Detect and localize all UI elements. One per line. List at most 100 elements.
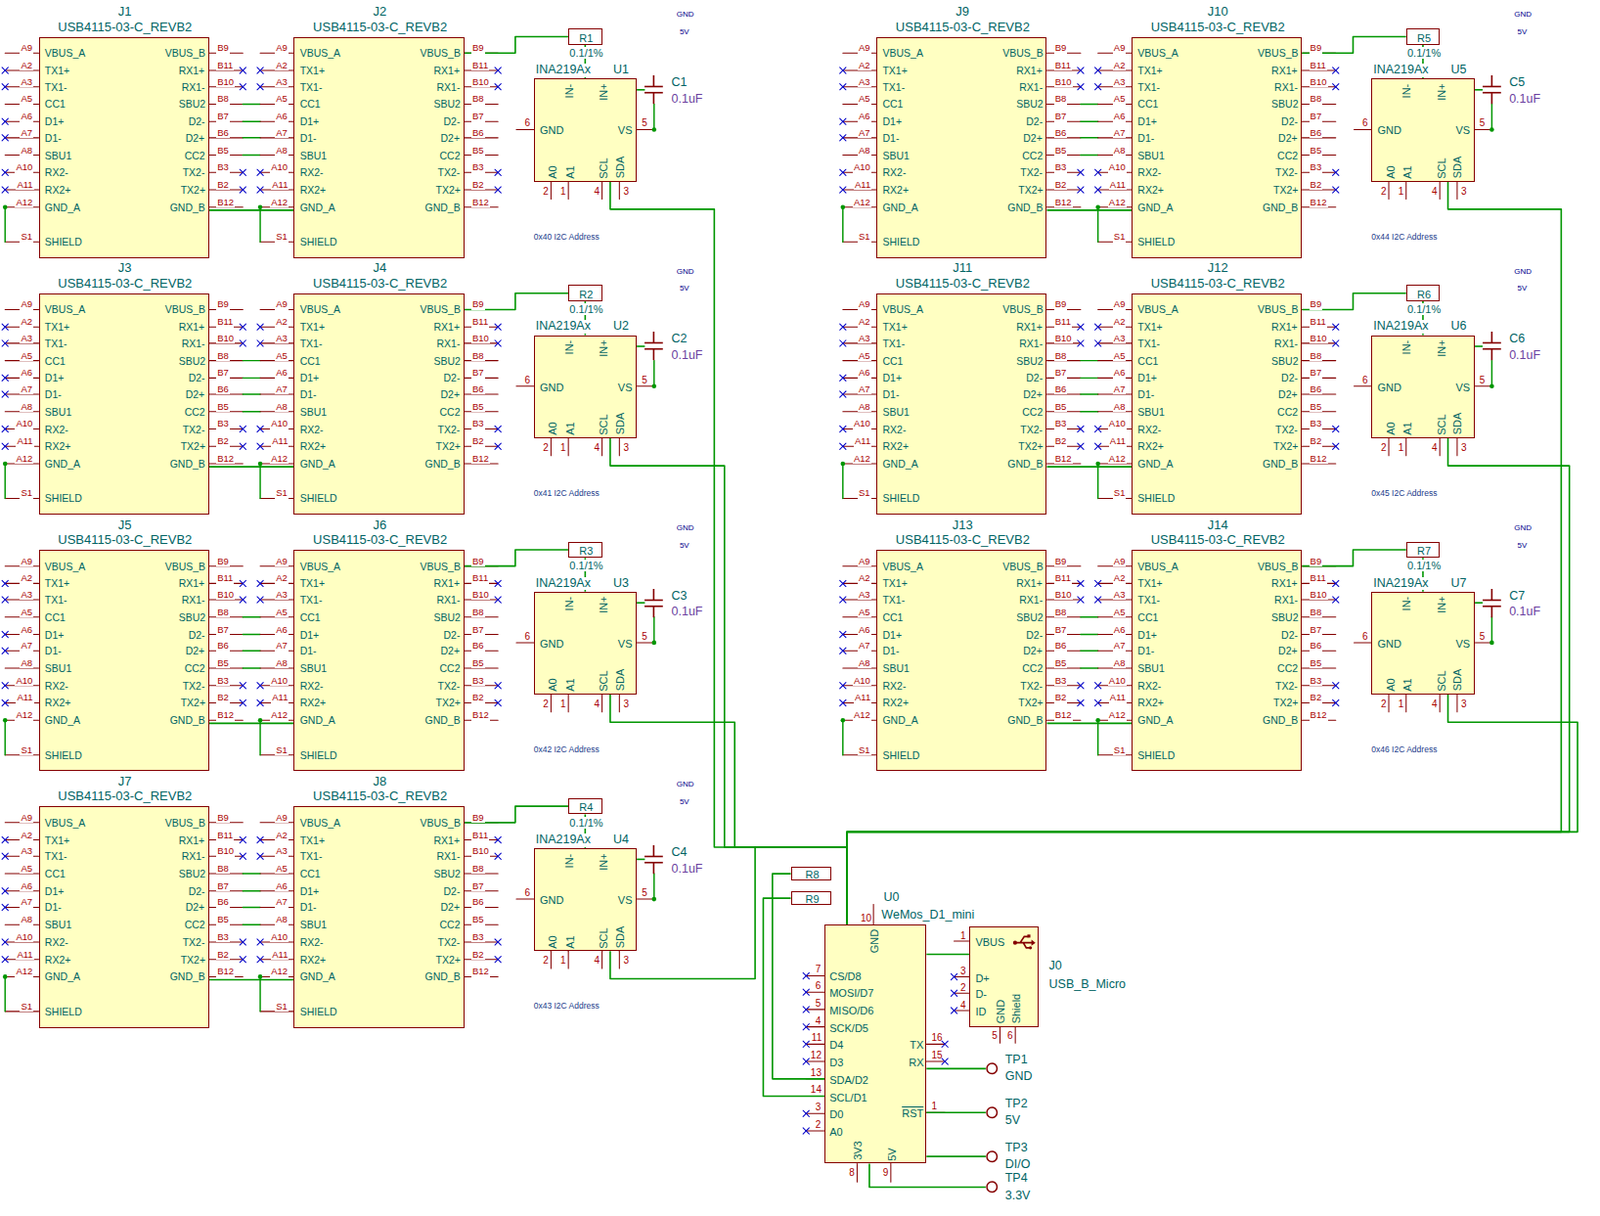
no-connect-mark xyxy=(1095,699,1102,706)
no-connect-mark xyxy=(257,84,264,90)
pin-number: A8 xyxy=(857,658,872,668)
address-note: 0x40 I2C Address xyxy=(533,232,600,242)
pin-number: A11 xyxy=(270,692,289,703)
pin-name: CC2 xyxy=(1277,406,1298,419)
pin-number: B5 xyxy=(216,658,230,668)
pin-name: D1- xyxy=(1137,133,1155,145)
usb-icon-lines xyxy=(1015,936,1034,948)
pin-name: RX2- xyxy=(300,936,324,949)
no-connect-mark xyxy=(802,1006,809,1013)
reference-designator: C1 xyxy=(671,76,688,90)
no-connect-mark xyxy=(239,956,246,963)
usb-c-connector: J3USB4115-03-C_REVB2VBUS_ATX1+TX1-CC1D1+… xyxy=(39,293,210,515)
no-connect-mark xyxy=(840,186,846,193)
pin-name: D3 xyxy=(829,1056,844,1068)
pin-name: RX2- xyxy=(44,167,69,179)
test-point-name: 3.3V xyxy=(1005,1189,1031,1203)
no-connect-mark xyxy=(494,699,501,706)
pin-name: GND xyxy=(1377,124,1401,136)
pin-name: D2- xyxy=(188,629,206,642)
test-point-circle xyxy=(986,1151,997,1161)
pin-number: A8 xyxy=(274,145,289,156)
reference-designator: R8 xyxy=(804,868,819,881)
pin-name: TX2+ xyxy=(180,697,206,710)
wire xyxy=(1474,601,1483,604)
pin-name: TX2- xyxy=(1020,424,1043,437)
pin-name: GND_A xyxy=(300,202,336,215)
pin-name: VBUS_B xyxy=(165,561,206,574)
pin-number: A8 xyxy=(857,401,872,412)
pin-name: IN+ xyxy=(597,596,610,614)
pin-name: SHIELD xyxy=(44,236,83,249)
pin-number: A8 xyxy=(19,401,34,412)
pin-name: VBUS xyxy=(975,935,1005,948)
pin-line xyxy=(1439,181,1441,200)
capacitor-plate xyxy=(1491,92,1494,104)
no-connect-mark xyxy=(802,1127,809,1134)
usb-c-connector: J5USB4115-03-C_REVB2VBUS_ATX1+TX1-CC1D1+… xyxy=(39,549,210,771)
pin-line xyxy=(1354,129,1373,131)
part-value: USB4115-03-C_REVB2 xyxy=(312,789,447,803)
pin-name: VBUS_A xyxy=(44,561,86,574)
pin-line xyxy=(568,181,570,200)
no-connect-mark xyxy=(1,682,8,689)
pin-name: TX2+ xyxy=(436,441,461,453)
no-connect-mark xyxy=(802,1110,809,1116)
pin-line xyxy=(1388,438,1390,456)
pin-number: B3 xyxy=(1309,675,1324,686)
no-connect-mark xyxy=(840,443,846,449)
pin-number: S1 xyxy=(274,488,289,498)
pin-number: A12 xyxy=(1108,197,1127,208)
pin-number: A8 xyxy=(274,658,289,668)
no-connect-mark xyxy=(1,699,8,706)
pin-number: A7 xyxy=(19,384,34,395)
pin-name: TX2- xyxy=(182,424,206,437)
pin-number: B2 xyxy=(216,179,230,190)
no-connect-mark xyxy=(1077,340,1084,347)
pin-name: SBU1 xyxy=(300,919,327,932)
pin-name: SCL xyxy=(597,157,610,178)
no-connect-mark xyxy=(1095,323,1102,330)
pin-number: B11 xyxy=(216,60,234,71)
pin-number: B5 xyxy=(471,658,486,668)
pin-name: CC1 xyxy=(300,868,321,881)
pin-number: A7 xyxy=(1112,640,1127,651)
pin-name: SBU2 xyxy=(178,355,206,368)
no-connect-mark xyxy=(840,647,846,654)
pin-number: A9 xyxy=(857,556,872,567)
pin-number: A6 xyxy=(19,624,34,635)
no-connect-mark xyxy=(239,699,246,706)
no-connect-mark xyxy=(1,682,8,689)
pin-number: A8 xyxy=(1112,401,1127,412)
capacitor-symbol: C40.1uF xyxy=(644,844,664,874)
no-connect-mark xyxy=(840,391,846,398)
pin-name: VBUS_A xyxy=(44,817,86,830)
capacitor-plate xyxy=(1482,598,1502,601)
pin-number: 11 xyxy=(811,1031,822,1043)
pin-number: B11 xyxy=(471,573,489,583)
pin-name: TX2+ xyxy=(1273,184,1298,197)
resistor-symbol: R9 xyxy=(791,890,833,906)
pin-number: A11 xyxy=(853,692,872,703)
pin-name: RX2+ xyxy=(44,954,72,967)
pin-number: 3 xyxy=(622,698,629,710)
capacitor-symbol: C50.1uF xyxy=(1482,75,1502,104)
pin-name: SBU1 xyxy=(882,150,909,163)
junction-dot xyxy=(652,896,658,902)
pin-name: VBUS_B xyxy=(165,304,206,316)
no-connect-mark xyxy=(1,323,8,330)
pin-number: A3 xyxy=(1112,589,1127,600)
pin-number: A11 xyxy=(1109,692,1127,703)
no-connect-mark xyxy=(494,938,501,945)
pin-name: GND_A xyxy=(300,458,336,471)
no-connect-mark xyxy=(1077,84,1084,90)
capacitor-plate xyxy=(653,331,656,343)
pin-name: RX2+ xyxy=(300,184,327,197)
pin-number: A6 xyxy=(857,111,872,122)
no-connect-mark xyxy=(1333,443,1339,449)
pin-number: A6 xyxy=(857,624,872,635)
pin-name: CC2 xyxy=(440,150,461,163)
no-connect-mark xyxy=(1,67,8,74)
pin-name: CC1 xyxy=(300,612,321,624)
